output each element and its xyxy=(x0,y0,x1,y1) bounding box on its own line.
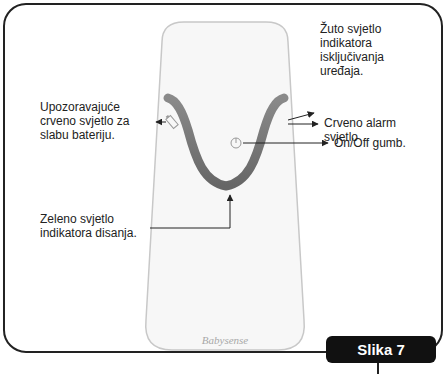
brand-watermark: Babysense xyxy=(175,334,275,346)
leader-line xyxy=(156,122,166,123)
callout-label: On/Off gumb. xyxy=(334,136,434,150)
leader-line xyxy=(288,124,318,125)
figure-frame xyxy=(4,4,442,352)
callout-label: Zeleno svjetlo indikatora disanja. xyxy=(40,212,152,240)
caption-tick xyxy=(377,362,379,374)
power-icon xyxy=(231,138,241,148)
callout-label: Upozoravajuće crveno svjetlo za slabu ba… xyxy=(40,100,152,142)
leader-line xyxy=(150,195,230,228)
figure-caption: Slika 7 xyxy=(326,336,436,363)
battery-icon xyxy=(165,114,179,129)
light-band xyxy=(168,98,284,186)
callout-label: Žuto svjetlo indikatora isključivanja ur… xyxy=(320,22,420,78)
device-body xyxy=(146,22,305,350)
leader-line xyxy=(243,143,328,144)
leader-line xyxy=(288,113,314,120)
